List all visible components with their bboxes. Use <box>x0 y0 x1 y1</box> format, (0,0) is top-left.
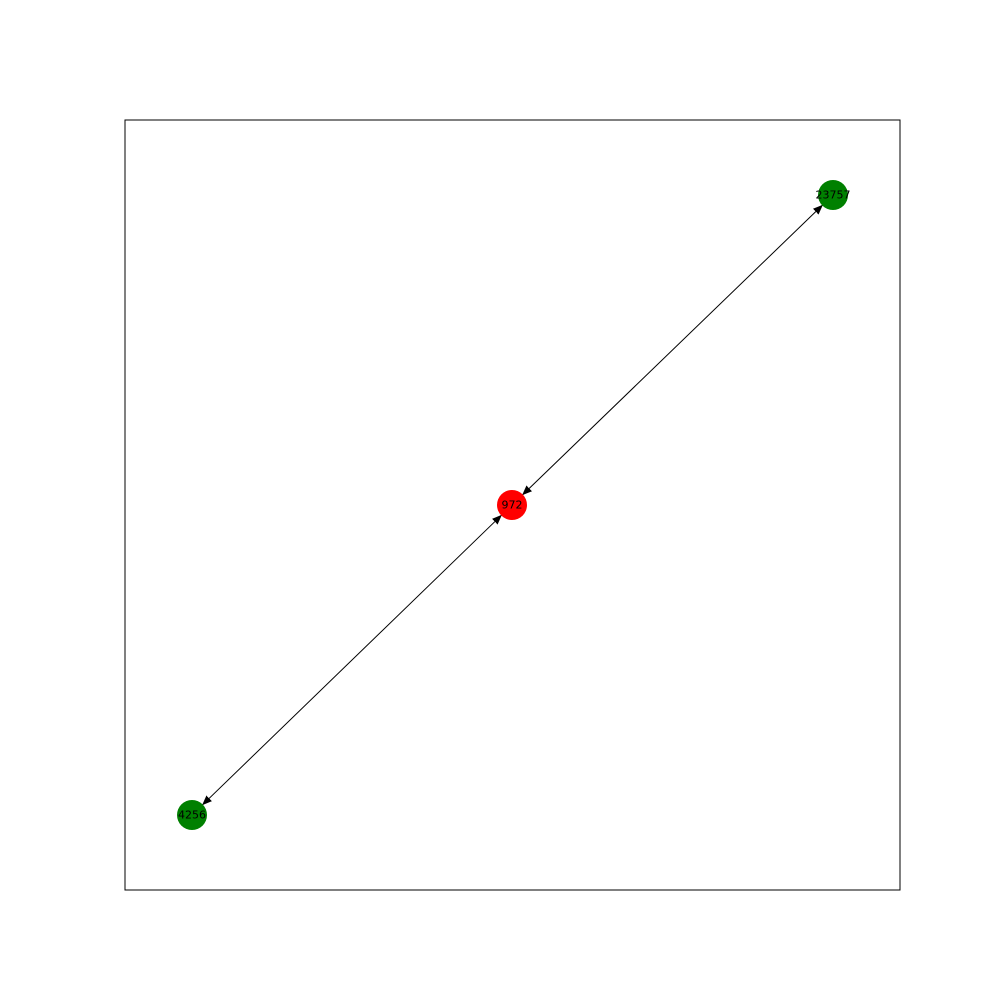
edge-972-4256 <box>202 514 502 806</box>
node-4256-label: 4256 <box>178 809 206 822</box>
node-23757-label: 23757 <box>816 189 851 202</box>
node-4256-circle <box>177 800 207 830</box>
node-972-label: 972 <box>502 499 523 512</box>
node-23757[interactable]: 23757 <box>816 180 851 210</box>
node-4256[interactable]: 4256 <box>177 800 207 830</box>
edges-layer <box>202 204 823 806</box>
plot-frame <box>124 119 901 891</box>
node-972[interactable]: 972 <box>497 490 527 520</box>
node-23757-circle <box>818 180 848 210</box>
edge-972-23757 <box>522 204 823 496</box>
node-972-circle <box>497 490 527 520</box>
